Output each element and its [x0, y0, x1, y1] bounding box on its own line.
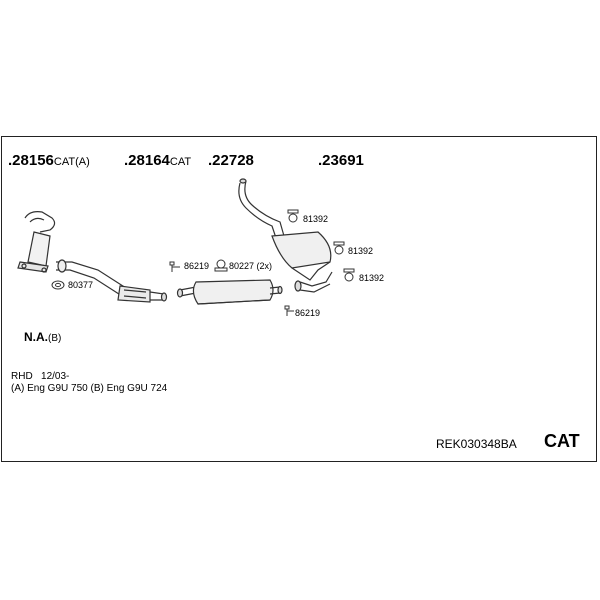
clamp-icon: [333, 241, 345, 255]
part-28156: .28156CAT(A): [8, 152, 90, 169]
front-pipe-cat: [56, 259, 168, 303]
hanger-icon: [169, 261, 180, 272]
callout-80377: 80377: [68, 280, 94, 290]
catalytic-manifold: [17, 211, 56, 273]
hanger-icon: [284, 305, 294, 316]
part-23691: .23691: [318, 152, 364, 169]
clamp-icon: [343, 268, 355, 282]
rubber-mount-icon: [214, 259, 228, 272]
diagram-frame: [1, 136, 597, 462]
callout-81392-a: 81392: [303, 214, 329, 224]
callout-86219-right: 86219: [295, 308, 321, 318]
na-label: N.A.(B): [24, 330, 62, 344]
part-22728: .22728: [208, 152, 254, 169]
callout-81392-b: 81392: [348, 246, 374, 256]
callout-81392-c: 81392: [359, 273, 385, 283]
note-rhd: RHD 12/03-: [11, 371, 70, 382]
clamp-icon: [287, 209, 299, 223]
callout-80227: 80227 (2x): [229, 261, 273, 271]
note-engines: (A) Eng G9U 750 (B) Eng G9U 724: [11, 383, 168, 394]
center-muffler: [176, 279, 283, 305]
kit-code: REK030348BA: [436, 437, 517, 451]
callout-86219-left: 86219: [184, 261, 210, 271]
rear-silencer: [238, 178, 333, 293]
kit-type: CAT: [544, 431, 580, 451]
part-28164: .28164CAT: [124, 152, 192, 169]
gasket-icon: [51, 280, 65, 290]
